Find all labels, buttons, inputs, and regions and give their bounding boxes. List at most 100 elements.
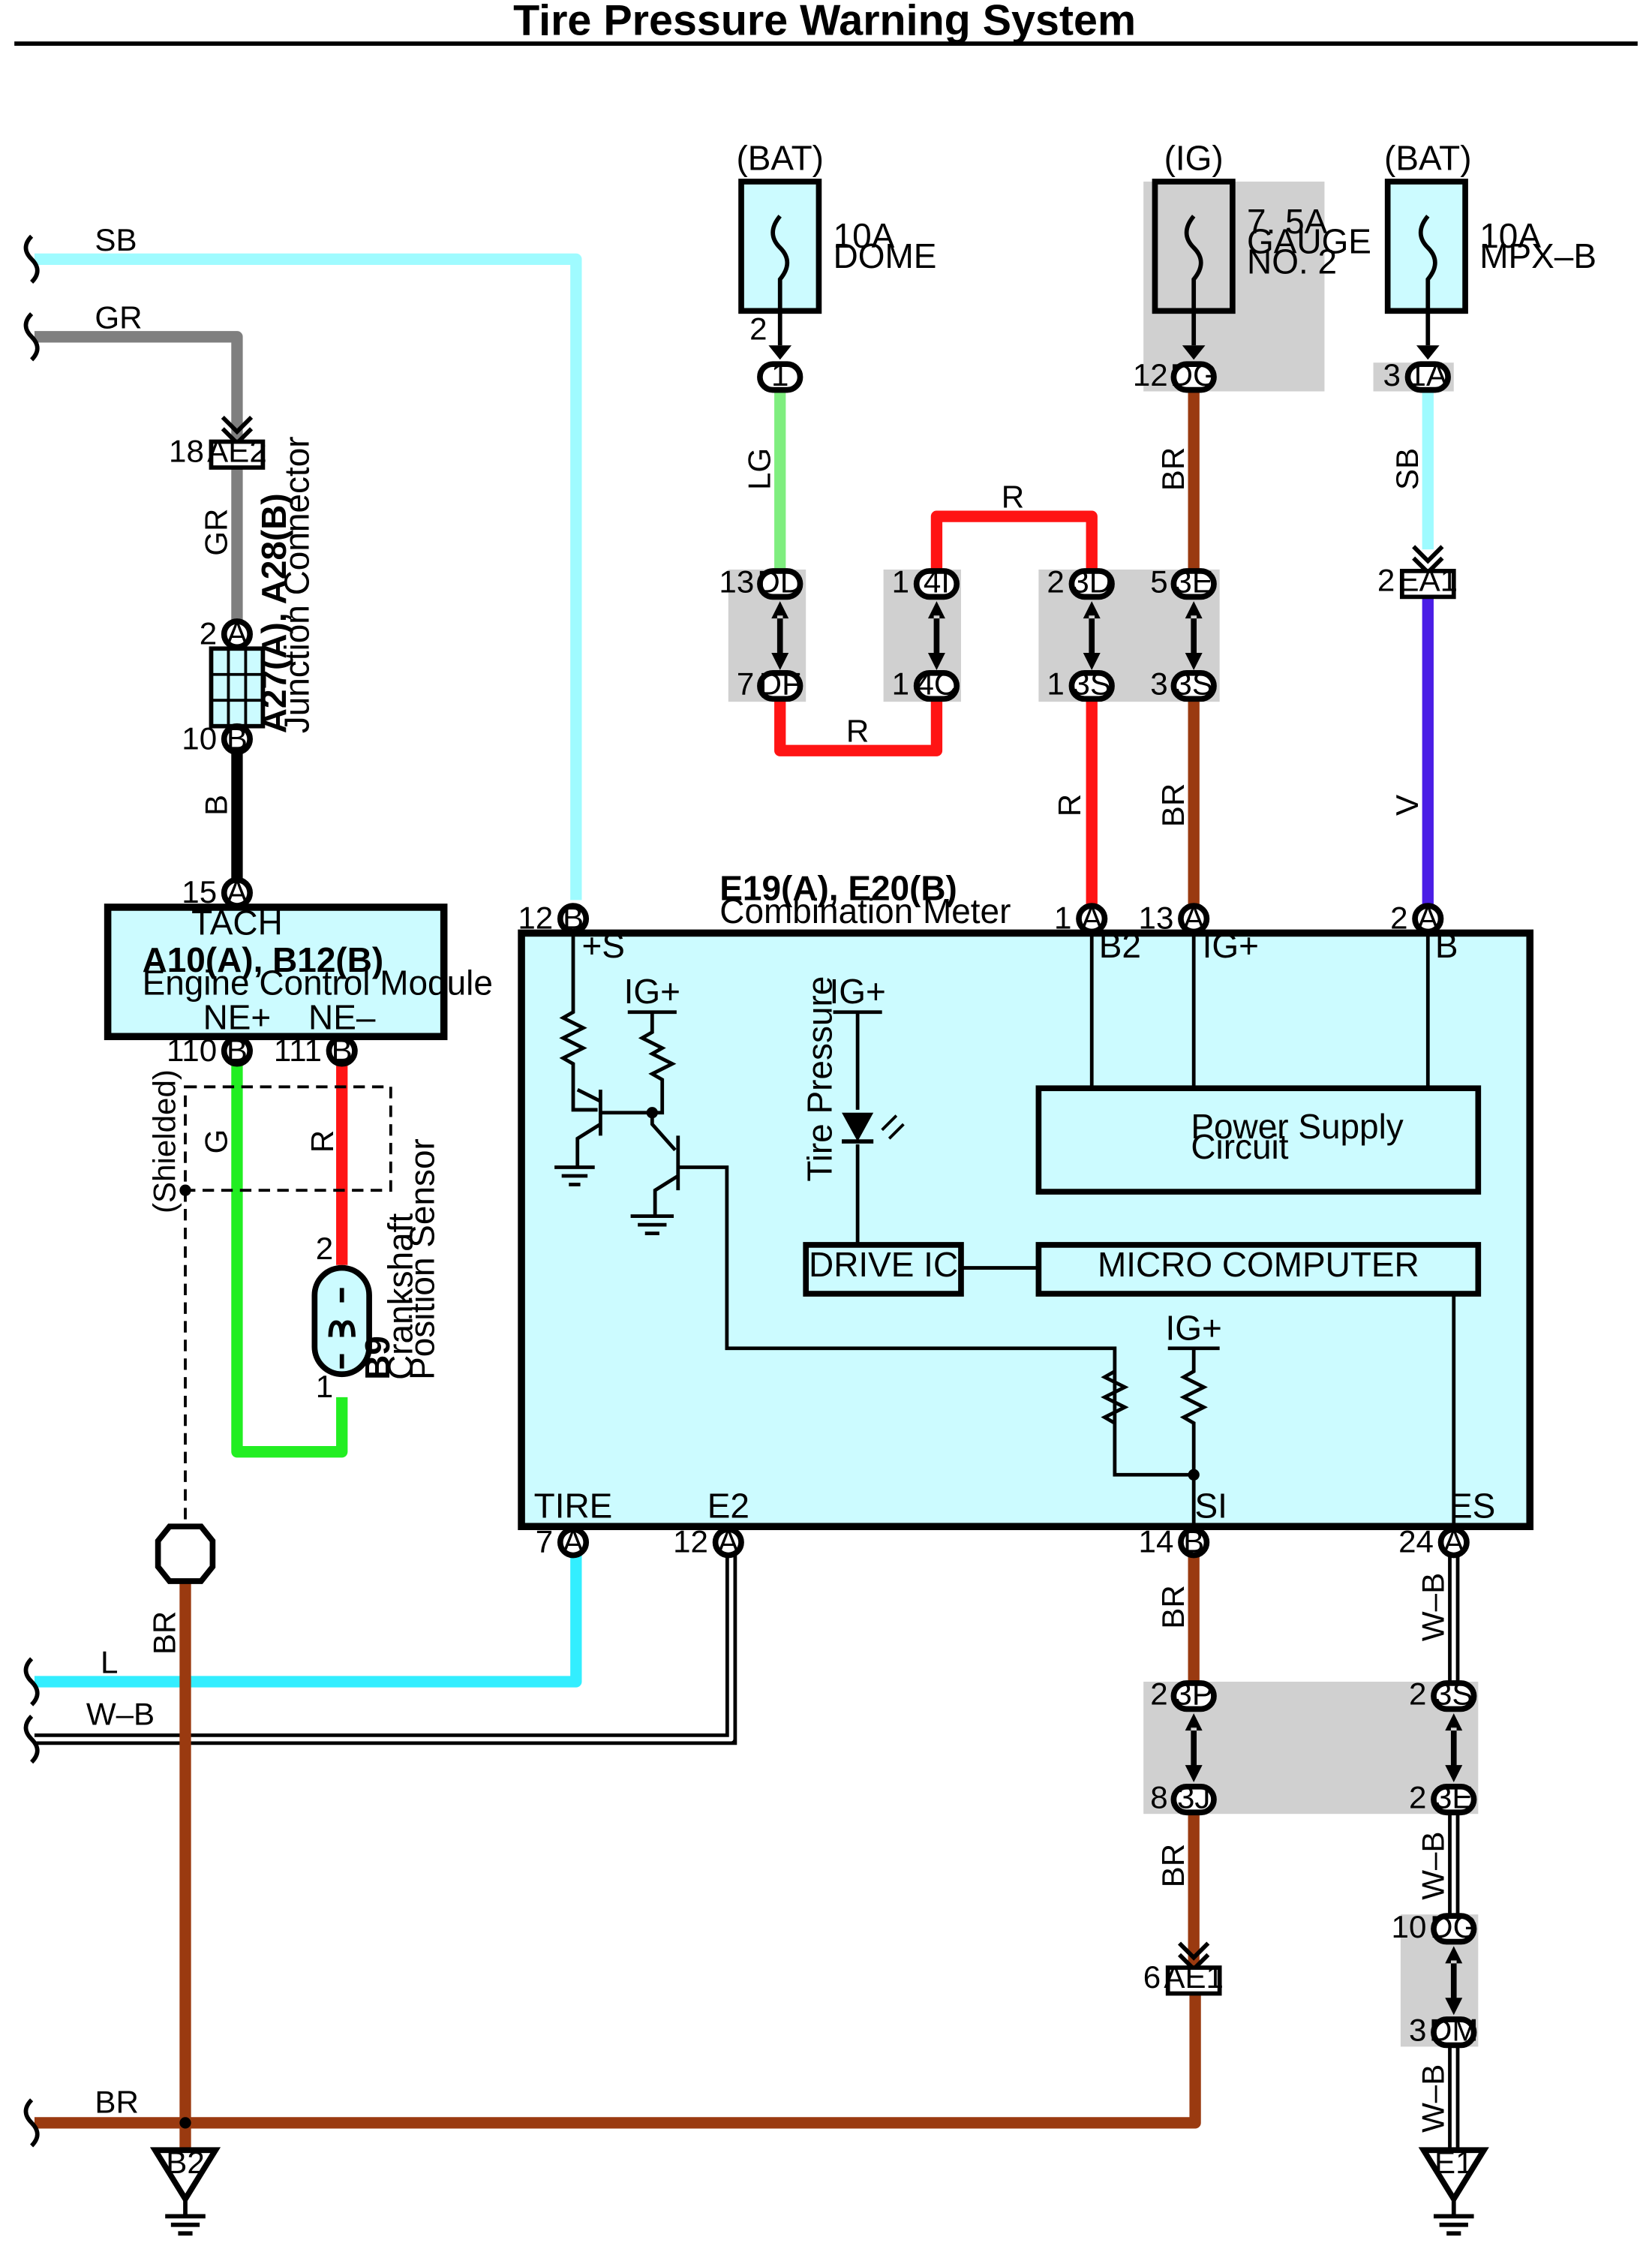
wire-wb-left — [34, 1555, 734, 1742]
meter-ig2: IG+ — [829, 972, 885, 1011]
fuse-dome-name: DOME — [834, 236, 937, 275]
pin-1-4i: 1 — [892, 564, 909, 600]
meter-pin-13a-num: 13 — [1139, 900, 1174, 936]
label-br-ae1: BR — [1155, 1844, 1191, 1888]
fuse-gauge-rating: 7. 5A — [1247, 202, 1328, 241]
label-g-sensor: G — [199, 1129, 234, 1154]
conn-3e-label: 3E — [1174, 564, 1213, 600]
r4-resistor — [1101, 1370, 1129, 1425]
conn-3s-c — [1431, 1680, 1477, 1712]
pin-3-dm: 3 — [1409, 2013, 1426, 2048]
jc-pin-2: 2 — [200, 616, 217, 651]
wire-gr-top — [34, 331, 243, 443]
ecm-pin-110-letter: B — [227, 1033, 248, 1068]
fuse-gauge-name2: NO. 2 — [1247, 242, 1337, 281]
meter-pin-24a-letter: A — [1443, 1524, 1464, 1559]
fuse-gauge-arrow — [1182, 345, 1206, 360]
conn-4c-label: 4C — [917, 666, 957, 702]
label-r-top: R — [1002, 480, 1024, 515]
ground-b2-icon — [165, 2199, 206, 2236]
meter-b2: B2 — [1099, 926, 1141, 965]
ecm: A 15 TACH A10(A), B12(B) Engine Control … — [104, 874, 493, 1068]
meter-ig-plus: IG+ — [1203, 926, 1259, 965]
meter-es: ES — [1449, 1487, 1495, 1526]
wire-r-top — [930, 510, 1098, 571]
conn-dd — [757, 568, 803, 600]
label-br-ground: BR — [147, 1611, 182, 1655]
fuse-mpx-arrow — [1416, 345, 1440, 360]
conn-1a-label: 1A — [1409, 357, 1448, 392]
ground-e1-icon — [1433, 2199, 1474, 2236]
label-wb-left: W–B — [86, 1696, 155, 1731]
fuse-mpx-source: (BAT) — [1384, 139, 1472, 178]
sensor-coil-icon — [328, 1288, 356, 1369]
ground-e1-symbol — [1418, 2147, 1489, 2205]
meter-pin-2a-num: 2 — [1390, 900, 1407, 936]
sensor-body — [311, 1264, 372, 1378]
pin-2-dome: 2 — [749, 311, 767, 347]
conn-3s-a — [1068, 670, 1115, 702]
meter-pin-1a-num: 1 — [1054, 900, 1071, 936]
conn-df-label: DF — [759, 666, 801, 702]
sensor-name1: Crankshaft — [381, 1213, 420, 1380]
meter-box — [518, 929, 1534, 1531]
wire-break-marks — [23, 234, 40, 2148]
tire-pressure-led-icon — [842, 1112, 874, 1142]
label-br-gauge: BR — [1155, 447, 1191, 492]
meter-si: SI — [1194, 1487, 1227, 1526]
label-sb-mpx: SB — [1389, 448, 1425, 490]
conn-dm-label: DM — [1429, 2013, 1479, 2048]
meter-pin-14b-num: 14 — [1139, 1524, 1174, 1559]
conn-3s-b — [1170, 670, 1217, 702]
jc-pin-10: 10 — [182, 720, 217, 756]
inline-connectors: AE2 18 EA1 2 AE1 6 — [169, 415, 1458, 1996]
label-gr-mid: GR — [199, 509, 234, 556]
conn-ae1 — [1165, 1965, 1222, 1996]
diagram-title: Tire Pressure Warning System — [513, 0, 1136, 45]
pin-10-dg: 10 — [1392, 1909, 1427, 1944]
conn-df — [757, 670, 803, 702]
pin-1-4c: 1 — [892, 666, 909, 702]
conn-dg2 — [1431, 1913, 1477, 1945]
psc-feeds — [1089, 933, 1430, 1087]
node-si — [1188, 1469, 1200, 1481]
label-br-bottom: BR — [95, 2084, 139, 2119]
jc-ref: A27(A), A28(B) — [254, 493, 293, 733]
jc-grid — [211, 648, 263, 726]
r1-resistor — [559, 933, 598, 1112]
connector-ovals: 1 2 DG 12 1A 3 DD 13 DF 7 4I 1 4C 1 3D 2… — [719, 311, 1479, 2049]
ground-e1-label: E1 — [1434, 2145, 1473, 2180]
led-supply — [833, 1010, 882, 1110]
conn-4i-label: 4I — [924, 564, 950, 600]
meter-ref: E19(A), E20(B) — [719, 868, 957, 907]
pin-3-3s: 3 — [1150, 666, 1167, 702]
meter-pin-2a-letter: A — [1417, 900, 1438, 936]
conn-3e-b — [1431, 1783, 1477, 1816]
label-r-meter: R — [1052, 794, 1087, 816]
sensor-ref: B9 — [358, 1336, 397, 1380]
fuse-dome-element — [770, 215, 790, 346]
pin-2-3e-b: 2 — [1409, 1780, 1426, 1815]
meter-pin-24a — [1437, 1526, 1470, 1559]
label-r-bottom: R — [846, 714, 869, 749]
pin-2-3s-c: 2 — [1409, 1676, 1426, 1712]
sensor-pin-2: 2 — [316, 1231, 333, 1266]
ground-b2-node — [179, 2117, 191, 2129]
meter-pin-12b — [557, 903, 590, 935]
sensor-name2: Position Sensor — [402, 1138, 441, 1380]
meter-pin-7a-num: 7 — [536, 1524, 553, 1559]
conn-ea1-label: EA1 — [1398, 563, 1458, 598]
fuse-gauge-name: GAUGE — [1247, 222, 1371, 261]
psc-line1: Power Supply — [1191, 1107, 1403, 1146]
shield-box — [184, 1085, 392, 1192]
label-br-si: BR — [1155, 1585, 1191, 1629]
meter-pin-12b-letter: B — [563, 900, 584, 936]
meter-e2: E2 — [707, 1487, 749, 1526]
micro-computer-box — [1035, 1242, 1482, 1297]
pin-7-df: 7 — [737, 666, 754, 702]
meter-pin-12a-num: 12 — [673, 1524, 708, 1559]
conn-3j — [1170, 1783, 1217, 1816]
q2-collector-line — [676, 1135, 1194, 1477]
pin-1-3s: 1 — [1047, 666, 1064, 702]
